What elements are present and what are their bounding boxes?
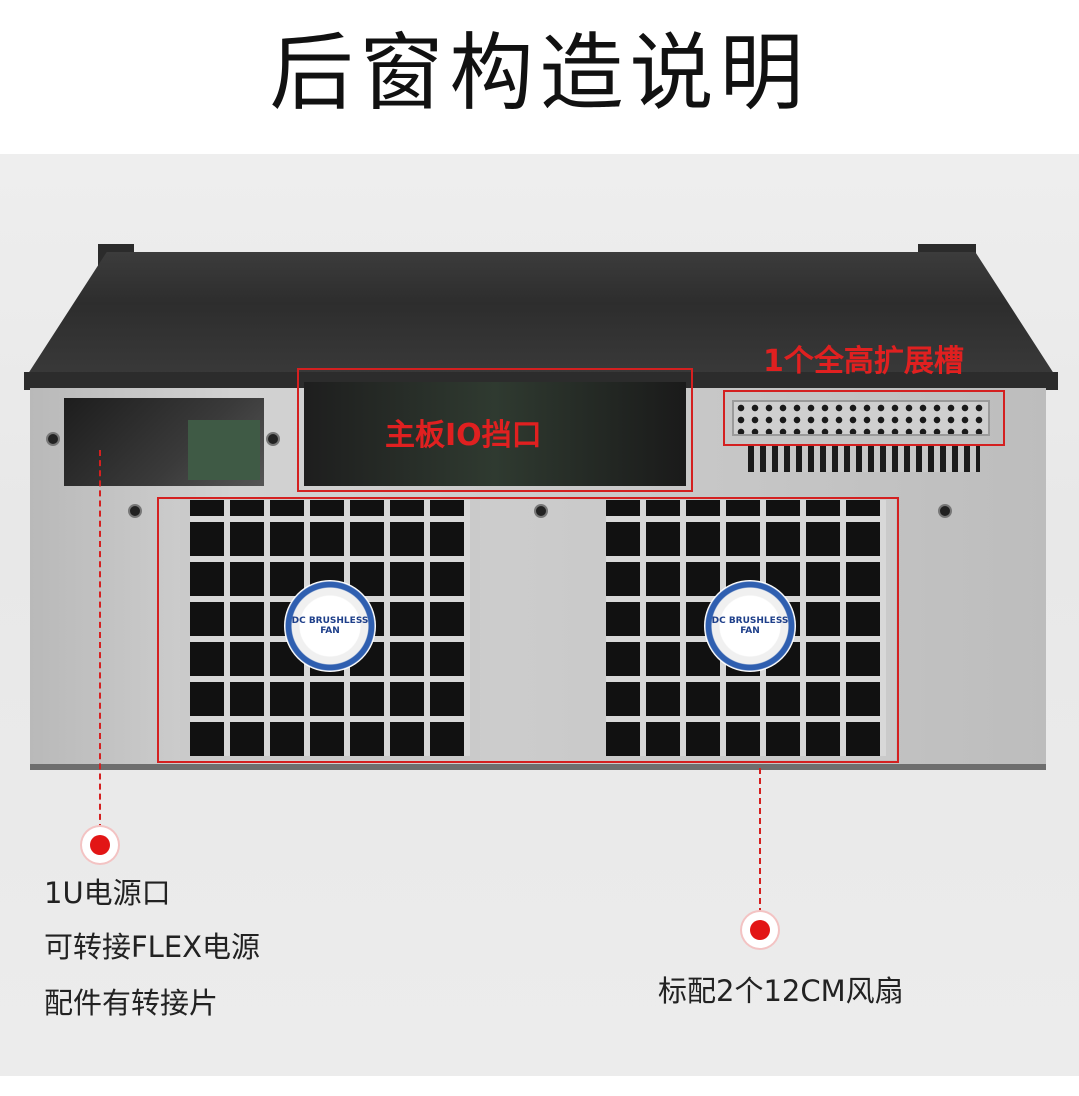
screw-icon <box>266 432 280 446</box>
chassis-top-cover <box>24 252 1058 380</box>
io-shield-highlight <box>297 368 693 492</box>
psu-marker-dot <box>90 835 110 855</box>
fan-hub-label-left: DC BRUSHLESS FAN <box>284 580 376 672</box>
psu-note-line-2: 可转接FLEX电源 <box>44 930 261 964</box>
psu-adapter-board <box>188 420 260 480</box>
bottom-strip <box>0 1076 1079 1096</box>
page-title: 后窗构造说明 <box>269 24 810 122</box>
fan-marker-dot <box>750 920 770 940</box>
psu-note-line-1: 1U电源口 <box>44 876 171 910</box>
io-shield-callout: 主板IO挡口 <box>385 418 542 453</box>
fan-note: 标配2个12CM风扇 <box>658 974 904 1008</box>
chassis-lid-edge <box>24 372 1058 390</box>
vent-slots <box>748 446 980 472</box>
expansion-slot-highlight <box>723 390 1005 446</box>
fan-leader-line <box>759 768 761 914</box>
psu-note-line-3: 配件有转接片 <box>44 986 219 1020</box>
screw-icon <box>938 504 952 518</box>
fans-highlight <box>157 497 899 763</box>
expansion-slot-cover <box>732 400 990 436</box>
screw-icon <box>128 504 142 518</box>
fan-hub-label-right: DC BRUSHLESS FAN <box>704 580 796 672</box>
io-shield-opening <box>304 382 686 486</box>
screw-icon <box>534 504 548 518</box>
psu-leader-line <box>99 450 101 830</box>
fan-grille-left <box>190 500 470 756</box>
expansion-slot-callout: 1个全高扩展槽 <box>763 344 964 379</box>
screw-icon <box>46 432 60 446</box>
